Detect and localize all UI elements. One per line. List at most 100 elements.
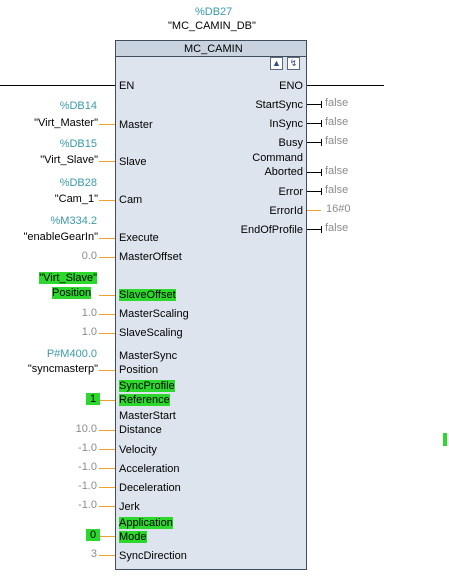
application-mode-wire [100, 536, 115, 537]
end-of-profile-wire [307, 229, 321, 230]
end-of-profile-stub [321, 226, 322, 233]
pin-end-of-profile[interactable]: EndOfProfile [240, 224, 303, 236]
error-wire [307, 191, 321, 192]
in-sync-value: false [325, 116, 349, 128]
deceleration-wire [99, 487, 115, 488]
busy-wire [307, 142, 321, 143]
start-sync-value: false [325, 97, 349, 109]
pin-application-mode-2[interactable]: Mode [119, 531, 147, 543]
deceleration-value[interactable]: -1.0 [78, 480, 97, 492]
master-wire [99, 124, 115, 125]
busy-stub [321, 139, 322, 146]
slave-offset-value-2[interactable]: Position [52, 287, 92, 299]
in-sync-wire [307, 123, 321, 124]
pin-deceleration[interactable]: Deceleration [119, 482, 181, 494]
pin-application-mode-1[interactable]: Application [119, 517, 173, 529]
end-of-profile-value: false [325, 222, 349, 234]
block-header [116, 41, 306, 57]
acceleration-wire [99, 468, 115, 469]
eno-power-line [307, 85, 384, 86]
start-sync-stub [321, 101, 322, 108]
velocity-value[interactable]: -1.0 [78, 442, 97, 454]
cam-wire [99, 200, 115, 201]
error-value: false [325, 184, 349, 196]
master-sync-wire [99, 370, 115, 371]
pin-error[interactable]: Error [278, 186, 303, 198]
master-address: %DB14 [59, 100, 97, 112]
pin-master-sync-position-1[interactable]: MasterSync [119, 350, 178, 362]
command-aborted-wire [307, 172, 321, 173]
slave-scaling-wire [99, 333, 115, 334]
block-title: MC_CAMIN [184, 43, 243, 55]
master-scaling-value[interactable]: 1.0 [81, 307, 97, 319]
pin-slave-scaling[interactable]: SlaveScaling [119, 327, 183, 339]
in-sync-stub [321, 120, 322, 127]
pin-command-aborted-1[interactable]: Command [252, 152, 303, 164]
master-value[interactable]: "Virt_Master" [34, 117, 98, 129]
slave-address: %DB15 [59, 138, 97, 150]
busy-value: false [325, 135, 349, 147]
pin-in-sync[interactable]: InSync [269, 118, 303, 130]
cam-value[interactable]: "Cam_1" [54, 193, 98, 205]
pin-cam[interactable]: Cam [119, 194, 143, 206]
settings-icon[interactable]: ↯ [287, 57, 300, 70]
sync-profile-reference-value[interactable]: 1 [86, 393, 100, 405]
slave-wire [99, 161, 115, 162]
start-sync-wire [307, 104, 321, 105]
slave-offset-value-1[interactable]: "Virt_Slave" [39, 272, 97, 284]
execute-address: %M334.2 [50, 215, 97, 227]
master-scaling-wire [99, 314, 115, 315]
velocity-wire [99, 449, 115, 450]
cam-address: %DB28 [59, 177, 97, 189]
execute-value[interactable]: "enableGearIn" [23, 231, 98, 243]
error-stub [321, 188, 322, 195]
pin-slave-offset[interactable]: SlaveOffset [119, 289, 176, 301]
master-start-distance-value[interactable]: 10.0 [75, 423, 97, 435]
slave-scaling-value[interactable]: 1.0 [81, 326, 97, 338]
master-offset-value[interactable]: 0.0 [81, 250, 97, 262]
pin-velocity[interactable]: Velocity [119, 444, 157, 456]
acceleration-value[interactable]: -1.0 [78, 461, 97, 473]
error-id-wire [307, 210, 321, 211]
sync-direction-value[interactable]: 3 [90, 548, 97, 560]
pin-master-scaling[interactable]: MasterScaling [119, 308, 189, 320]
pin-acceleration[interactable]: Acceleration [119, 463, 180, 475]
highlight-mark [443, 433, 447, 446]
master-sync-value[interactable]: "syncmasterp" [27, 363, 98, 375]
pin-command-aborted-2[interactable]: Aborted [264, 166, 303, 178]
en-power-line [0, 85, 115, 86]
command-aborted-stub [321, 169, 322, 176]
pin-sync-profile-reference-1[interactable]: SyncProfile [119, 380, 175, 392]
instance-db-address: %DB27 [195, 6, 233, 18]
master-start-distance-wire [99, 430, 115, 431]
pin-master[interactable]: Master [119, 119, 153, 131]
jerk-value[interactable]: -1.0 [78, 499, 97, 511]
command-aborted-value: false [325, 165, 349, 177]
error-id-value: 16#0 [326, 203, 351, 215]
pin-start-sync[interactable]: StartSync [255, 99, 303, 111]
pin-sync-profile-reference-2[interactable]: Reference [119, 394, 170, 406]
mc-camin-block[interactable]: MC_CAMIN ▲ ↯ EN Master Slave Cam Execute… [115, 40, 307, 570]
pin-master-sync-position-2[interactable]: Position [119, 364, 159, 376]
pin-jerk[interactable]: Jerk [119, 501, 140, 513]
master-sync-address: P#M400.0 [46, 348, 97, 360]
pin-busy[interactable]: Busy [278, 137, 303, 149]
pin-en[interactable]: EN [119, 80, 135, 92]
pin-eno[interactable]: ENO [279, 80, 303, 92]
pin-master-start-distance-1[interactable]: MasterStart [119, 410, 176, 422]
pin-master-start-distance-2[interactable]: Distance [119, 424, 162, 436]
sync-direction-wire [99, 555, 115, 556]
master-offset-wire [99, 257, 115, 258]
pin-slave[interactable]: Slave [119, 156, 147, 168]
jerk-wire [99, 506, 115, 507]
pin-master-offset[interactable]: MasterOffset [119, 251, 182, 263]
pin-execute[interactable]: Execute [119, 232, 159, 244]
execute-wire [99, 238, 115, 239]
instance-db-name[interactable]: "MC_CAMIN_DB" [168, 20, 256, 32]
slave-offset-wire [99, 295, 115, 296]
slave-value[interactable]: "Virt_Slave" [40, 154, 98, 166]
pin-error-id[interactable]: ErrorId [269, 205, 303, 217]
application-mode-value[interactable]: 0 [86, 529, 100, 541]
db-icon[interactable]: ▲ [270, 57, 283, 70]
pin-sync-direction[interactable]: SyncDirection [119, 550, 187, 562]
